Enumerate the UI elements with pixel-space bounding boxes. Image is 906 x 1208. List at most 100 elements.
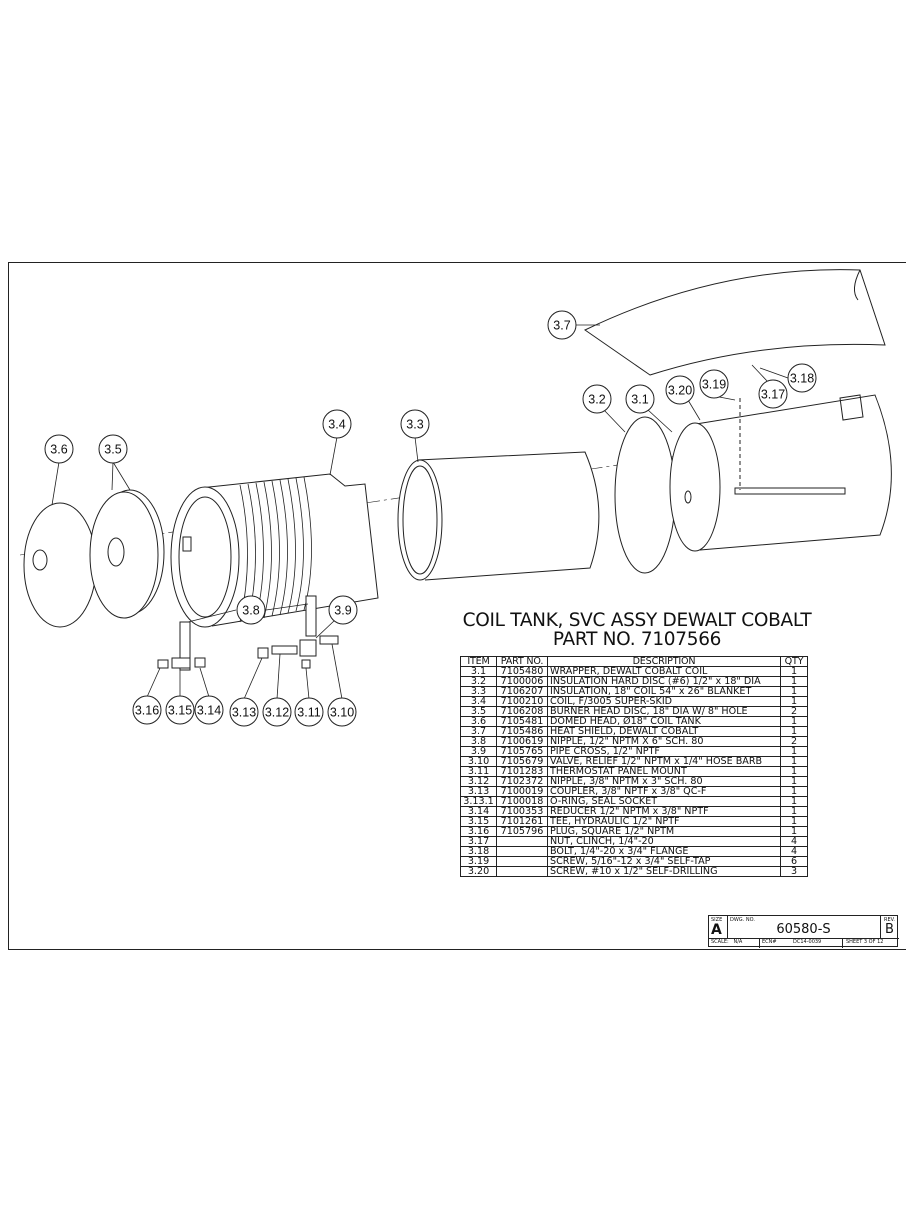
item-cell: 3.16 [460,826,497,837]
part-no-cell: 7105679 [496,756,548,767]
fittings-parts [157,595,339,671]
description-cell: SCREW, 5/16"-12 x 3/4" SELF-TAP [547,856,781,867]
qty-cell: 1 [780,786,808,797]
qty-cell: 4 [780,836,808,847]
qty-cell: 1 [780,686,808,697]
balloon-circle [665,375,695,405]
balloon-label: 3.5 [104,443,121,457]
description-cell: NUT, CLINCH, 1/4"-20 [547,836,781,847]
balloon-label: 3.1 [631,393,648,407]
balloon-label: 3.13 [232,706,256,720]
balloon-label: 3.20 [668,384,692,398]
qty-cell: 1 [780,726,808,737]
balloon-circle [400,409,430,439]
callout-balloon: 3.8 [236,595,266,625]
balloon-circle [132,695,162,725]
balloon-label: 3.18 [790,372,814,386]
balloon-label: 3.19 [702,378,726,392]
callout-balloon: 3.16 [132,695,162,725]
rev-value: B [885,922,894,937]
qty-cell: 6 [780,856,808,867]
qty-cell: 1 [780,696,808,707]
ecn-value: DC14-0039 [793,939,822,945]
balloon-circle [229,697,259,727]
balloon-circle [262,697,292,727]
callout-balloon: 3.9 [328,595,358,625]
sheet-number: SHEET 3 OF 12 [842,938,883,948]
part-no-cell: 7101283 [496,766,548,777]
description-cell: WRAPPER, DEWALT COBALT COIL [547,666,781,677]
description-cell: VALVE, RELIEF 1/2" NPTM x 1/4" HOSE BARB [547,756,781,767]
item-cell: 3.11 [460,766,497,777]
description-cell: NIPPLE, 1/2" NPTM X 6" SCH. 80 [547,736,781,747]
part-no-cell [496,866,548,877]
part-no-cell: 7100353 [496,806,548,817]
balloon-label: 3.6 [50,443,67,457]
rev-cell: REV. B [880,916,899,939]
qty-cell: 1 [780,776,808,787]
callout-balloon: 3.5 [98,434,128,464]
item-cell: 3.18 [460,846,497,857]
size-cell: SIZE A [709,916,728,939]
balloon-circle [758,379,788,409]
qty-cell: 1 [780,766,808,777]
callout-balloon: 3.15 [165,695,195,725]
heat-shield-part [584,269,886,376]
part-no-cell: 7105765 [496,746,548,757]
part-no-cell [496,856,548,867]
item-cell: 3.9 [460,746,497,757]
description-cell: INSULATION HARD DISC (#6) 1/2" x 18" DIA [547,676,781,687]
callout-balloon: 3.17 [758,379,788,409]
bom-header-row: ITEM PART NO. DESCRIPTION QTY [460,656,808,667]
callout-balloon: 3.6 [44,434,74,464]
description-cell: TEE, HYDRAULIC 1/2" NPTF [547,816,781,827]
balloon-circle [787,363,817,393]
item-cell: 3.4 [460,696,497,707]
balloon-label: 3.16 [135,704,159,718]
description-cell: PIPE CROSS, 1/2" NPTF [547,746,781,757]
qty-cell: 2 [780,706,808,717]
part-no-cell: 7100210 [496,696,548,707]
burner-head-disc-part [89,489,165,619]
item-cell: 3.1 [460,666,497,677]
balloon-circle [194,695,224,725]
callout-balloon: 3.14 [194,695,224,725]
part-no-cell: 7105481 [496,716,548,727]
callout-balloon: 3.11 [294,697,324,727]
item-cell: 3.13 [460,786,497,797]
description-cell: O-RING, SEAL SOCKET [547,796,781,807]
balloon-circle [699,369,729,399]
description-cell: PLUG, SQUARE 1/2" NPTM [547,826,781,837]
balloon-label: 3.3 [406,418,423,432]
header-item: ITEM [460,656,497,667]
insulation-disc-part [614,416,676,574]
dwg-no-label: DWG. NO. [730,917,755,923]
description-cell: NIPPLE, 3/8" NPTM x 3" SCH. 80 [547,776,781,787]
description-cell: INSULATION, 18" COIL 54" x 26" BLANKET [547,686,781,697]
callout-balloon: 3.2 [582,384,612,414]
balloon-label: 3.17 [761,388,785,402]
qty-cell: 1 [780,716,808,727]
balloon-label: 3.8 [242,604,259,618]
description-cell: SCREW, #10 x 1/2" SELF-DRILLING [547,866,781,877]
description-cell: DOMED HEAD, Ø18" COIL TANK [547,716,781,727]
callout-balloon: 3.19 [699,369,729,399]
part-no-cell: 7102372 [496,776,548,787]
part-no-cell: 7105796 [496,826,548,837]
part-no-cell: 7100619 [496,736,548,747]
